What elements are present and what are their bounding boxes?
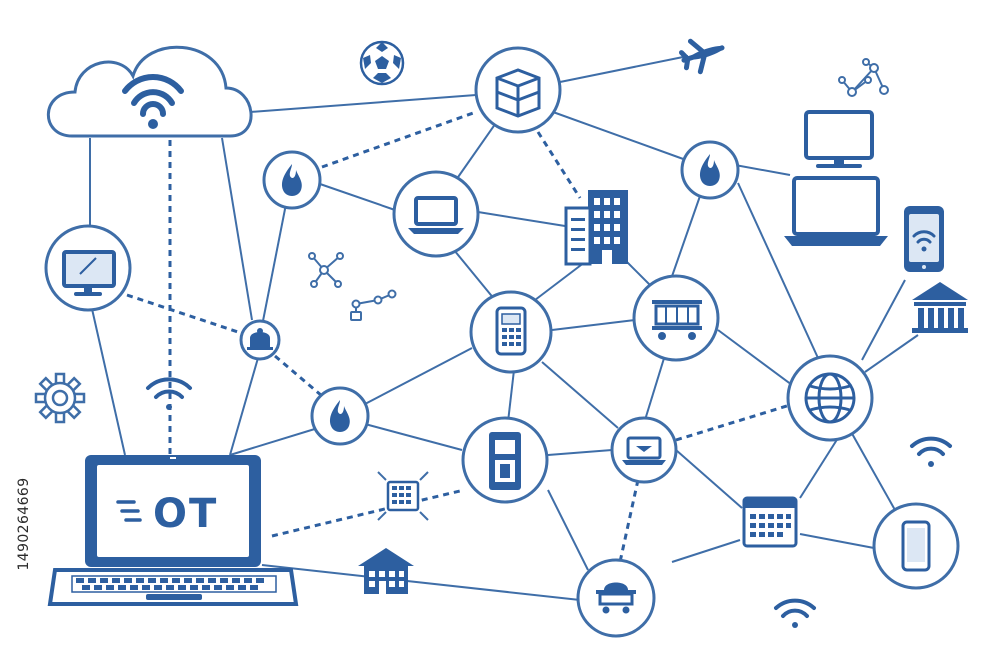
link-line: [261, 564, 581, 601]
link-line: [669, 195, 701, 283]
house-icon: [358, 548, 414, 594]
link-line: [319, 183, 396, 211]
dashed-link: [126, 293, 245, 336]
wifi-icon: [146, 377, 192, 410]
link-line: [547, 449, 613, 456]
flame-node: [262, 150, 322, 210]
link-line: [221, 137, 253, 321]
database-node: [474, 46, 562, 134]
link-line: [249, 94, 477, 113]
dashed-link: [536, 131, 582, 199]
network-nodes-icon: [350, 289, 397, 321]
flame-icon: [282, 164, 302, 196]
link-line: [364, 347, 473, 405]
dashed-links: [126, 110, 791, 563]
bell-icon: [247, 328, 273, 350]
monitor-node: [44, 224, 132, 312]
dashed-link: [618, 479, 640, 563]
link-line: [849, 429, 896, 511]
link-line: [541, 361, 619, 429]
link-line: [737, 182, 819, 359]
speed-lines-icon: [116, 500, 142, 522]
link-line: [229, 357, 259, 456]
link-line: [552, 111, 687, 161]
network-nodes-icon: [838, 58, 889, 97]
wifi-icon: [910, 436, 952, 467]
link-line: [453, 249, 496, 301]
globe-icon: [804, 372, 856, 424]
link-line: [799, 533, 875, 549]
cloud-wifi-icon: [46, 45, 253, 138]
cart-icon: [652, 300, 702, 340]
link-line: [861, 279, 906, 361]
door-icon: [489, 432, 521, 490]
dashed-link: [675, 403, 791, 442]
main-laptop: OT: [47, 455, 299, 606]
link-line: [547, 489, 589, 571]
cart-node: [632, 274, 720, 362]
monitor-icon: [804, 110, 874, 168]
monitor-icon: [62, 250, 116, 296]
bell-node: [239, 319, 281, 361]
dashed-link: [271, 488, 465, 538]
link-line: [671, 539, 741, 563]
link-line: [261, 203, 287, 327]
flame-node: [680, 140, 740, 200]
link-line: [717, 329, 793, 386]
smartphone-icon: [901, 520, 931, 572]
globe-node: [786, 354, 874, 442]
laptop-icon: [622, 436, 666, 465]
laptop-icon: [408, 196, 464, 234]
link-line: [799, 437, 839, 499]
gear-icon: [34, 372, 86, 424]
network-nodes-icon: [308, 252, 344, 288]
link-line: [455, 119, 499, 181]
flame-node: [310, 386, 370, 446]
calendar-icon: [742, 496, 798, 548]
link-line: [675, 449, 743, 509]
airplane-icon: [679, 38, 725, 75]
calculator-node: [469, 290, 553, 374]
laptop-icon: [784, 176, 888, 246]
laptop-screen-text: OT: [153, 491, 218, 537]
chip-icon: [377, 471, 429, 521]
flame-icon: [330, 400, 350, 432]
trolley-icon: [596, 582, 636, 614]
side-id-text: 1490264669: [16, 477, 32, 571]
link-line: [644, 354, 666, 421]
link-line: [364, 423, 463, 451]
link-line: [864, 334, 919, 373]
link-line: [734, 164, 791, 176]
link-line: [229, 427, 319, 456]
dashed-link: [321, 110, 477, 169]
wifi-icon: [774, 598, 816, 628]
smartphone-node: [872, 502, 960, 590]
smartphone-icon: [904, 206, 944, 272]
office-building-icon: [564, 190, 628, 266]
calculator-phone-icon: [495, 306, 527, 356]
link-line: [534, 261, 586, 301]
door-node: [461, 416, 549, 504]
link-line: [559, 55, 689, 83]
trolley-node: [576, 558, 656, 638]
link-line: [477, 211, 566, 227]
bank-icon: [912, 282, 968, 333]
laptop-node: [392, 170, 480, 258]
link-line: [507, 369, 515, 423]
soccer-ball-icon: [359, 40, 405, 86]
flame-icon: [700, 154, 720, 186]
link-line: [551, 319, 636, 331]
link-line: [89, 299, 126, 456]
database-icon: [495, 68, 541, 118]
dashed-link: [274, 354, 323, 398]
laptop-node: [610, 416, 678, 484]
